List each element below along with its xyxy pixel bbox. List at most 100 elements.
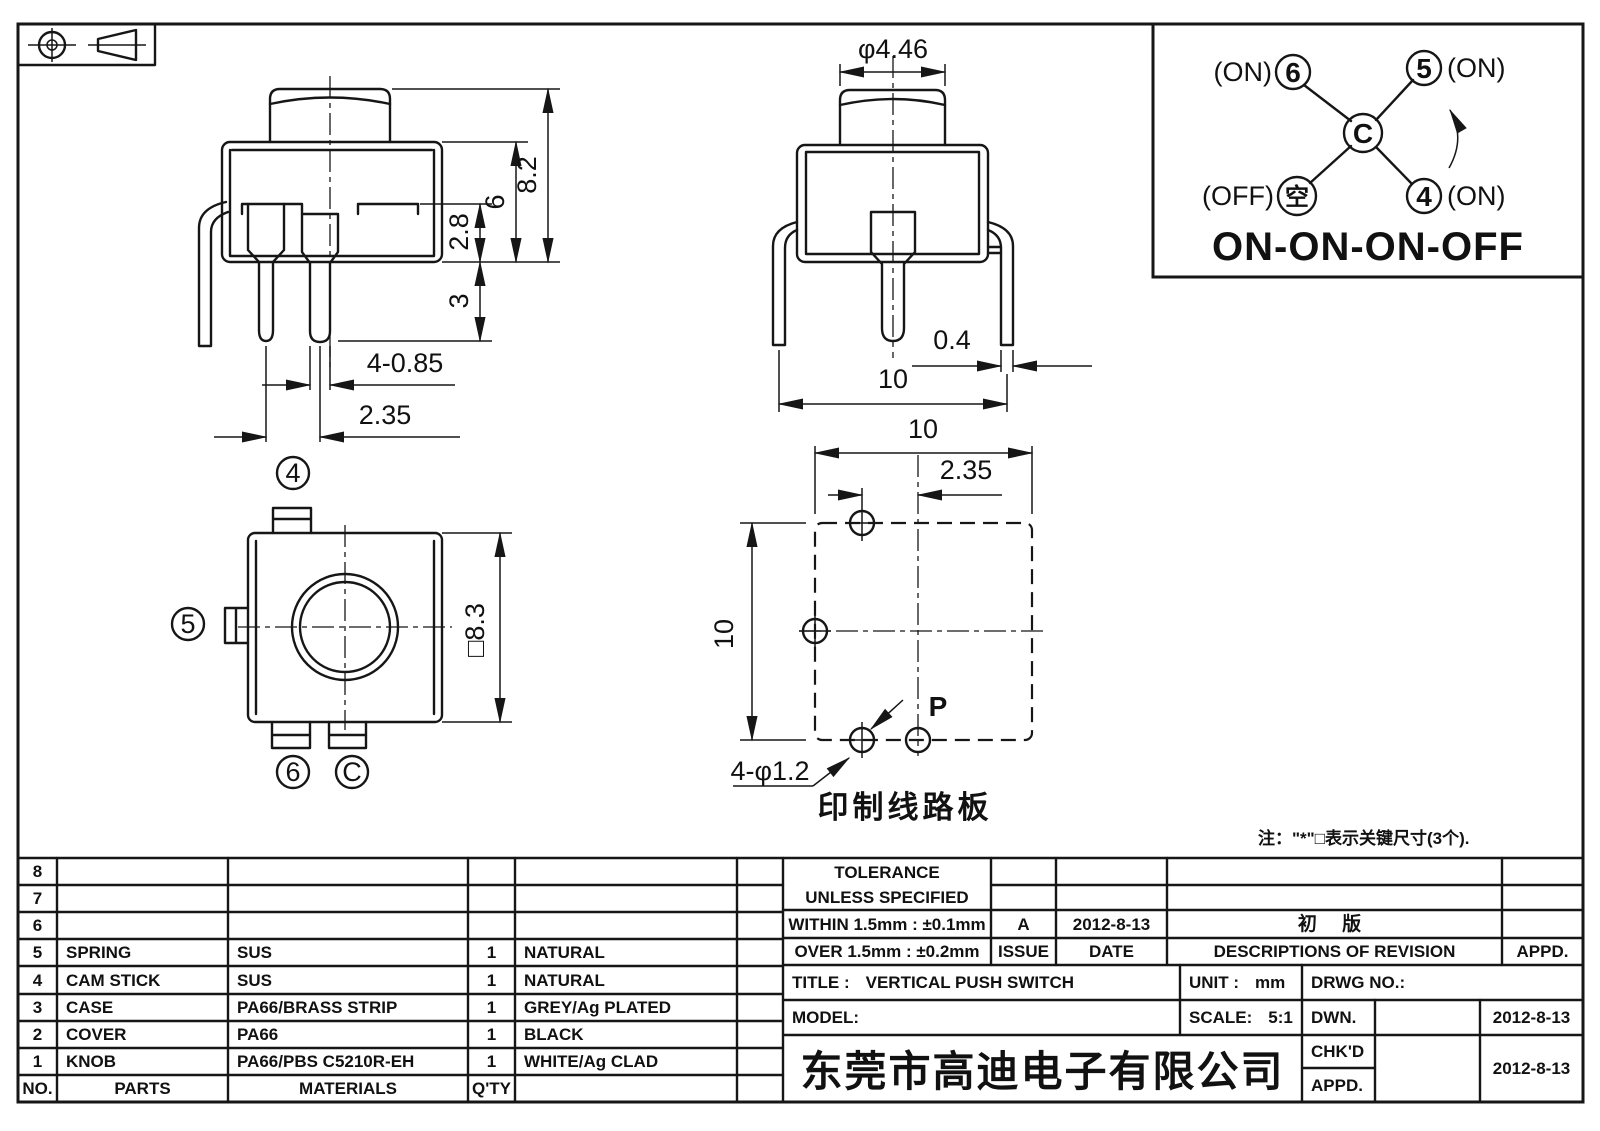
circuit-off: (OFF) bbox=[1202, 181, 1274, 211]
dim-pin-length: 3 bbox=[444, 293, 474, 308]
parts-row-part: COVER bbox=[66, 1025, 127, 1044]
tolerance-line2: UNLESS SPECIFIED bbox=[805, 888, 969, 907]
pcb-hole-bottom-left bbox=[846, 722, 878, 758]
parts-row-qty: 1 bbox=[486, 998, 497, 1017]
parts-row-qty: 1 bbox=[486, 970, 497, 990]
dim-knob-dia: φ4.46 bbox=[858, 34, 928, 64]
pcb-hole-left bbox=[799, 613, 831, 649]
parts-row-no: 8 bbox=[32, 862, 43, 881]
parts-row-qty: 1 bbox=[486, 1025, 497, 1044]
circuit-terminal-empty: 空 bbox=[1285, 183, 1309, 211]
terminal-6-label: 6 bbox=[285, 757, 300, 787]
parts-row-part: CAM STICK bbox=[66, 970, 161, 990]
parts-row-material: PA66 bbox=[237, 1025, 279, 1044]
pcb-view: 10 2.35 10 4-φ1.2 P 印制线路板 bbox=[709, 414, 1046, 825]
projection-symbol-box bbox=[16, 22, 157, 67]
parts-row-color: WHITE/Ag CLAD bbox=[524, 1052, 659, 1071]
revision-description-value: 初 版 bbox=[1297, 913, 1372, 935]
company-name: 东莞市高迪电子有限公司 bbox=[800, 1048, 1285, 1095]
dim-pcb-width: 10 bbox=[908, 414, 938, 444]
parts-row-material: PA66/BRASS STRIP bbox=[237, 998, 398, 1017]
parts-row-no: 7 bbox=[32, 889, 43, 908]
chkd-label: CHK'D bbox=[1311, 1042, 1365, 1061]
side-view: φ4.46 0.4 10 bbox=[771, 34, 1092, 412]
circuit-function: ON-ON-ON-OFF bbox=[1212, 225, 1524, 269]
pcb-caption: 印制线路板 bbox=[818, 790, 993, 825]
parts-row-qty: 1 bbox=[486, 943, 497, 962]
parts-row-no: 6 bbox=[32, 916, 43, 935]
title-value: VERTICAL PUSH SWITCH bbox=[865, 973, 1075, 992]
dim-total-height: 8.2 bbox=[512, 156, 542, 194]
page-border bbox=[16, 22, 1585, 1104]
circuit-on-6: (ON) bbox=[1214, 57, 1272, 87]
dim-pcb-height: 10 bbox=[709, 619, 739, 649]
front-view: 8.2 6 2.8 3 4-0.85 2.35 bbox=[197, 76, 560, 443]
scale-label: SCALE: bbox=[1189, 1008, 1253, 1027]
dwn-date: 2012-8-13 bbox=[1492, 1008, 1571, 1027]
terminal-c-label: C bbox=[342, 757, 362, 787]
circuit-terminal-6: 6 bbox=[1285, 57, 1301, 88]
revision-appd-label: APPD. bbox=[1516, 942, 1569, 961]
pcb-hole-p bbox=[904, 726, 932, 754]
parts-row-material: SUS bbox=[237, 943, 272, 962]
circuit-terminal-5: 5 bbox=[1416, 53, 1432, 84]
projection-cone-icon bbox=[88, 28, 146, 62]
parts-row-no: 3 bbox=[32, 998, 43, 1017]
revision-date-value: 2012-8-13 bbox=[1072, 914, 1151, 934]
unit-label: UNIT : bbox=[1189, 973, 1240, 992]
parts-header-materials: MATERIALS bbox=[299, 1079, 397, 1098]
tolerance-within: WITHIN 1.5mm : ±0.1mm bbox=[788, 914, 986, 934]
key-dimension-note: 注："*"□表示关键尺寸(3个). bbox=[1258, 829, 1470, 848]
parts-header-no: NO. bbox=[22, 1079, 53, 1098]
dim-square: □8.3 bbox=[460, 603, 490, 657]
dim-hole-offset: 2.35 bbox=[940, 455, 993, 485]
circuit-on-5: (ON) bbox=[1447, 53, 1505, 83]
terminal-4-label: 4 bbox=[285, 458, 300, 488]
circuit-on-4: (ON) bbox=[1447, 181, 1505, 211]
parts-row-part: CASE bbox=[66, 998, 114, 1017]
parts-header-qty: Q'TY bbox=[472, 1079, 511, 1098]
parts-row-no: 4 bbox=[32, 970, 43, 990]
revision-issue-value: A bbox=[1017, 914, 1030, 934]
parts-row-no: 5 bbox=[32, 943, 43, 962]
circuit-terminal-4: 4 bbox=[1416, 181, 1432, 212]
parts-row-part: KNOB bbox=[66, 1052, 117, 1071]
dim-pin-span: 10 bbox=[878, 364, 908, 394]
circuit-diagram: 6 5 C 空 4 (ON) (ON) (OFF) (ON) ON-ON-ON-… bbox=[1151, 22, 1585, 279]
circuit-terminal-c: C bbox=[1353, 118, 1373, 149]
unit-value: mm bbox=[1255, 973, 1286, 992]
terminal-5-label: 5 bbox=[180, 609, 195, 639]
parts-row-color: NATURAL bbox=[524, 970, 605, 990]
dim-pin-thickness: 0.4 bbox=[933, 325, 971, 355]
top-view: 4 5 6 C □8.3 bbox=[170, 455, 512, 790]
appd-row-label: APPD. bbox=[1311, 1075, 1363, 1095]
parts-table-grid bbox=[16, 856, 1585, 1104]
parts-row-no: 1 bbox=[32, 1052, 43, 1071]
parts-row-qty: 1 bbox=[486, 1052, 497, 1071]
revision-description-label: DESCRIPTIONS OF REVISION bbox=[1213, 942, 1456, 961]
rotation-arrow-icon bbox=[1448, 108, 1467, 169]
pcb-hole-top bbox=[846, 505, 878, 541]
parts-row-color: BLACK bbox=[524, 1025, 584, 1044]
revision-issue-label: ISSUE bbox=[997, 942, 1050, 961]
tolerance-line1: TOLERANCE bbox=[834, 863, 940, 882]
dim-upper: 2.8 bbox=[444, 213, 474, 251]
parts-row-color: GREY/Ag PLATED bbox=[524, 998, 672, 1017]
dwn-label: DWN. bbox=[1311, 1008, 1357, 1027]
label-p: P bbox=[929, 691, 948, 722]
parts-row-color: NATURAL bbox=[524, 943, 605, 962]
parts-row-part: SPRING bbox=[66, 943, 132, 962]
title-block-grid bbox=[781, 856, 1585, 1104]
dim-pin-pitch: 2.35 bbox=[359, 400, 412, 430]
revision-date-label: DATE bbox=[1088, 942, 1134, 961]
drwg-no-label: DRWG NO.: bbox=[1311, 973, 1406, 992]
parts-row-material: PA66/PBS C5210R-EH bbox=[237, 1052, 415, 1071]
parts-row-material: SUS bbox=[237, 970, 272, 990]
model-label: MODEL: bbox=[792, 1008, 860, 1027]
parts-row-no: 2 bbox=[32, 1025, 43, 1044]
dim-holes: 4-φ1.2 bbox=[730, 756, 809, 786]
parts-header-parts: PARTS bbox=[114, 1079, 171, 1098]
title-label: TITLE : bbox=[792, 973, 850, 992]
